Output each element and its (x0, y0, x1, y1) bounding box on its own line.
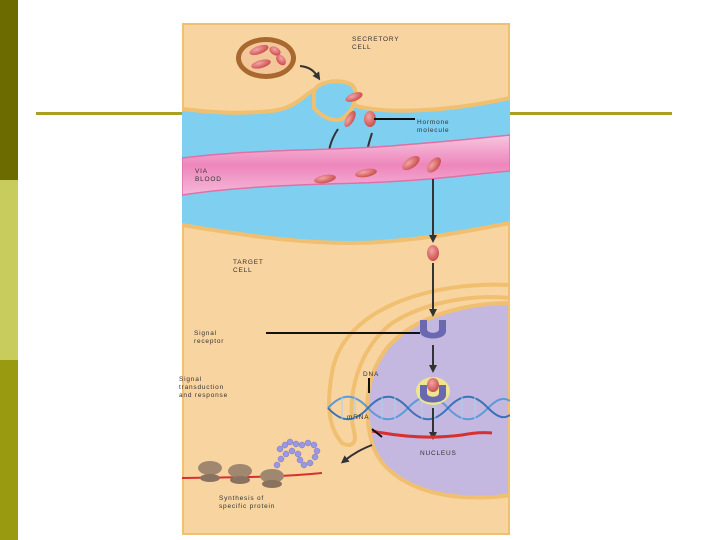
nucleus-label: NUCLEUS (420, 450, 457, 457)
nuclear-envelope-outer (327, 282, 512, 447)
hormone-molecule (345, 92, 363, 102)
hormone-molecule (427, 157, 441, 173)
secretory-cell-label: SECRETORY CELL (352, 36, 400, 51)
title-rule-left (36, 112, 182, 115)
title-rule-right (510, 112, 672, 115)
hormone-molecule-label: Hormone molecule (417, 119, 450, 134)
export-arrow (340, 444, 373, 464)
dna-base-pairs (341, 396, 476, 420)
hormone-signaling-diagram: SECRETORY CELL Hormone molecule VIA BLOO… (179, 21, 512, 537)
ribosome (260, 469, 284, 488)
hormone-molecule (314, 174, 336, 184)
mrna-pointer (371, 428, 383, 438)
hormone-molecule (269, 46, 281, 56)
hormone-molecule (402, 155, 420, 171)
protein-chain (273, 438, 321, 469)
hormone-molecule (251, 59, 271, 69)
hormone-molecule (344, 110, 356, 128)
ribosome (228, 464, 252, 484)
exocytosis-pocket (312, 79, 358, 122)
ribosome (198, 461, 222, 482)
hormone-molecule (355, 168, 377, 178)
signal-receptor-label: Signal receptor (194, 330, 225, 345)
hormone-receptor-complex (420, 385, 446, 403)
hormone-molecule (364, 111, 376, 127)
mrna-strand (371, 429, 493, 439)
via-blood-label: VIA BLOOD (195, 168, 222, 183)
signal-transduction-label: Signal transduction and response (179, 376, 228, 399)
hormone-molecule (427, 245, 439, 261)
hormone-molecule (249, 44, 269, 56)
diagram-art (180, 21, 512, 537)
sidebar-band-dark (0, 0, 18, 180)
signal-receptor (420, 320, 446, 339)
dna-strand (327, 395, 511, 421)
cytoplasmic-mrna (181, 472, 323, 479)
hormone-molecule (276, 54, 286, 66)
secretion-arrow (299, 65, 321, 81)
dna-label: DNA (363, 371, 380, 378)
target-cell-label: TARGET CELL (233, 259, 264, 274)
mrna-label: mRNA (347, 414, 370, 421)
hormone-molecule (427, 378, 439, 392)
synthesis-label: Synthesis of specific protein (219, 495, 276, 510)
sidebar-band-light (0, 180, 18, 360)
sidebar-band-olive (0, 360, 18, 540)
